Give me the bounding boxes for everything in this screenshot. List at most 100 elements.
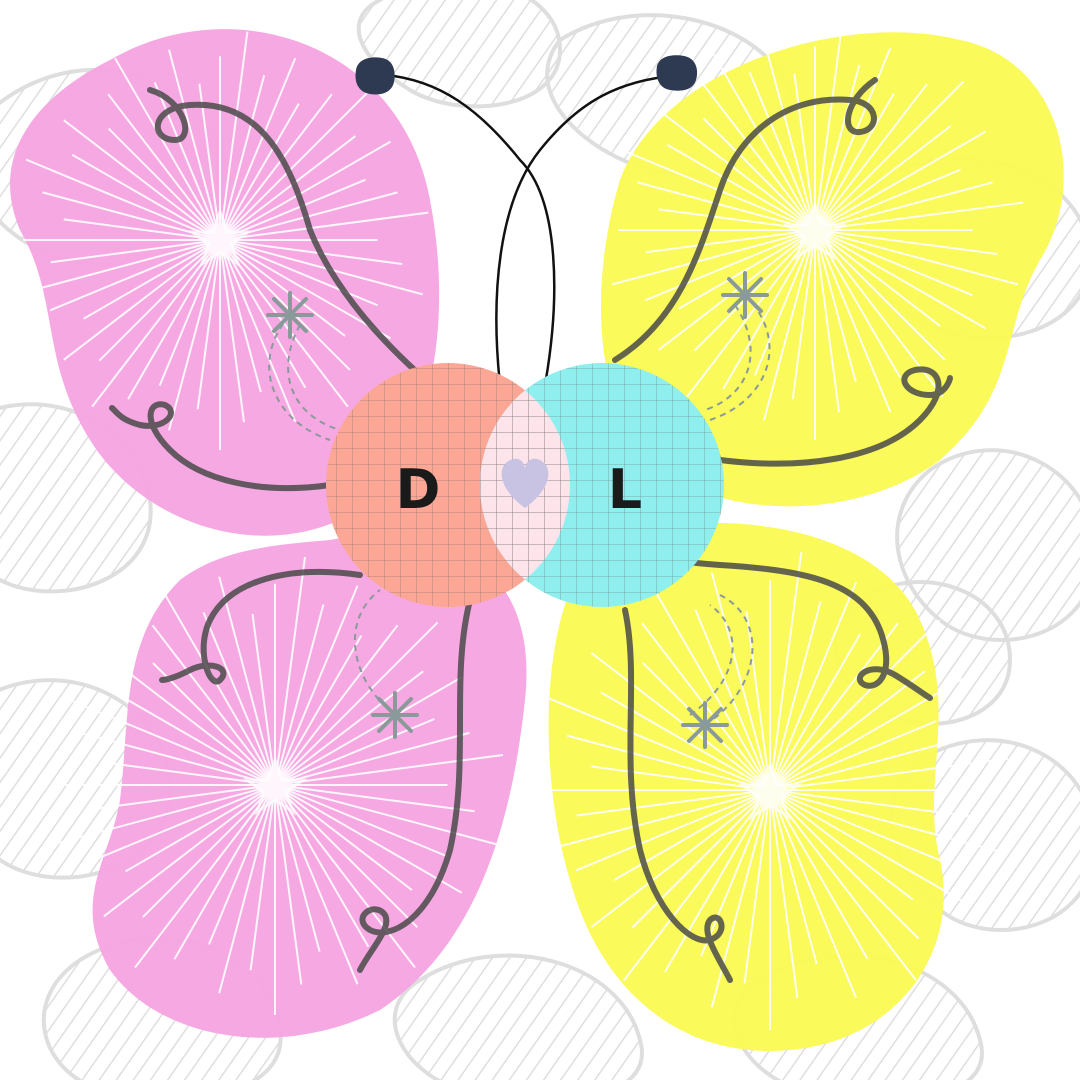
wing-ray [590,789,771,928]
wing-ray [814,229,1019,286]
wing-ray [63,218,221,241]
wing-ray [666,143,816,231]
wing-ray [814,83,928,231]
wing-ray [274,784,321,952]
wing-ray [219,239,391,340]
wing-ray [219,74,266,241]
wing-ray [710,572,771,791]
wing-ray [686,229,816,398]
wing-ray [702,117,816,231]
wing-ray [112,690,276,786]
wing-ray [769,619,941,791]
wing-ray [249,784,276,971]
wing-ray [769,633,861,791]
wing-ray [814,47,892,231]
wing-ray [814,229,946,361]
left-antenna [384,73,556,386]
wing-ray [814,229,973,297]
wing-ray [769,789,1003,854]
wing-ray [814,64,861,231]
wing-ray [791,229,816,400]
wing-ray [219,239,307,389]
wing-ray [274,621,439,786]
wing-ray [769,670,926,791]
wing-ray [664,789,771,973]
wing-ray [152,662,276,786]
star-icon [242,755,308,816]
wing-ray [591,765,771,791]
wing-ray [62,696,276,786]
star-icon [782,200,848,261]
wing-ray [769,757,1009,791]
wing-ray [769,789,920,940]
left-letter: D [396,458,441,521]
wing-ray [274,624,399,786]
wing-ray [693,229,816,352]
wing-ray [769,789,858,999]
star-icon [187,207,253,268]
wing-ray [274,754,504,786]
sparkle-icon [266,291,314,339]
wing-ray [814,229,986,330]
wing-ray [173,784,276,960]
star-icon [737,760,803,821]
wing-stars [187,200,848,821]
wing-ray [219,31,249,241]
wing-ray [274,670,424,786]
wing-ray [814,130,986,231]
wing-ray [743,789,771,984]
wing-ray [80,731,276,786]
wing-ray [769,789,917,982]
wing-ray [208,784,276,945]
wing-ray [153,82,221,241]
wing-ray [814,93,895,231]
wing-ray [274,784,416,969]
wing-ray [769,622,899,791]
wing-ray [637,181,816,231]
wing-ray [98,239,221,362]
wing-ray [83,239,221,320]
wing-ray [63,239,221,361]
wing-ray [710,789,771,1008]
wing-ray [219,239,346,337]
wing-ray [769,734,974,791]
wing-ray [645,229,816,254]
wing-ray [814,229,840,413]
wing-ray [274,784,498,846]
wing-ray [151,624,276,786]
wing-ray [219,239,262,393]
wing-ray [274,784,448,858]
wing-ray [219,239,378,307]
wing-ray [219,239,245,423]
wing-ray [219,135,357,241]
wing-ray [631,789,771,929]
wing-ray [219,103,300,241]
wing-ray [753,229,816,376]
wing-ray [89,784,276,811]
wing-ray [623,789,771,982]
wing-ray [127,239,221,400]
wing-ray [769,789,799,999]
wing-ray [793,73,816,231]
wing-ray [71,153,221,241]
venn-body [326,363,724,607]
wing-ray [107,127,221,241]
wing-ray [575,789,771,872]
wing-ray [590,652,771,791]
wing-ray [649,581,771,791]
wing-ray [700,789,771,957]
wing-ray [218,784,276,994]
wing-ray [678,229,816,310]
wing-ray [158,239,221,386]
wing-ray [91,239,221,408]
wing-ray [219,211,429,241]
sparkle-icon [681,701,729,749]
wing-ray [658,229,816,351]
wing-ray [274,784,475,813]
wing-ray [814,125,952,231]
wing-ray [274,784,359,985]
wing-rays [16,21,1024,1030]
wing-ray [702,83,816,231]
wing-ray [274,676,463,786]
